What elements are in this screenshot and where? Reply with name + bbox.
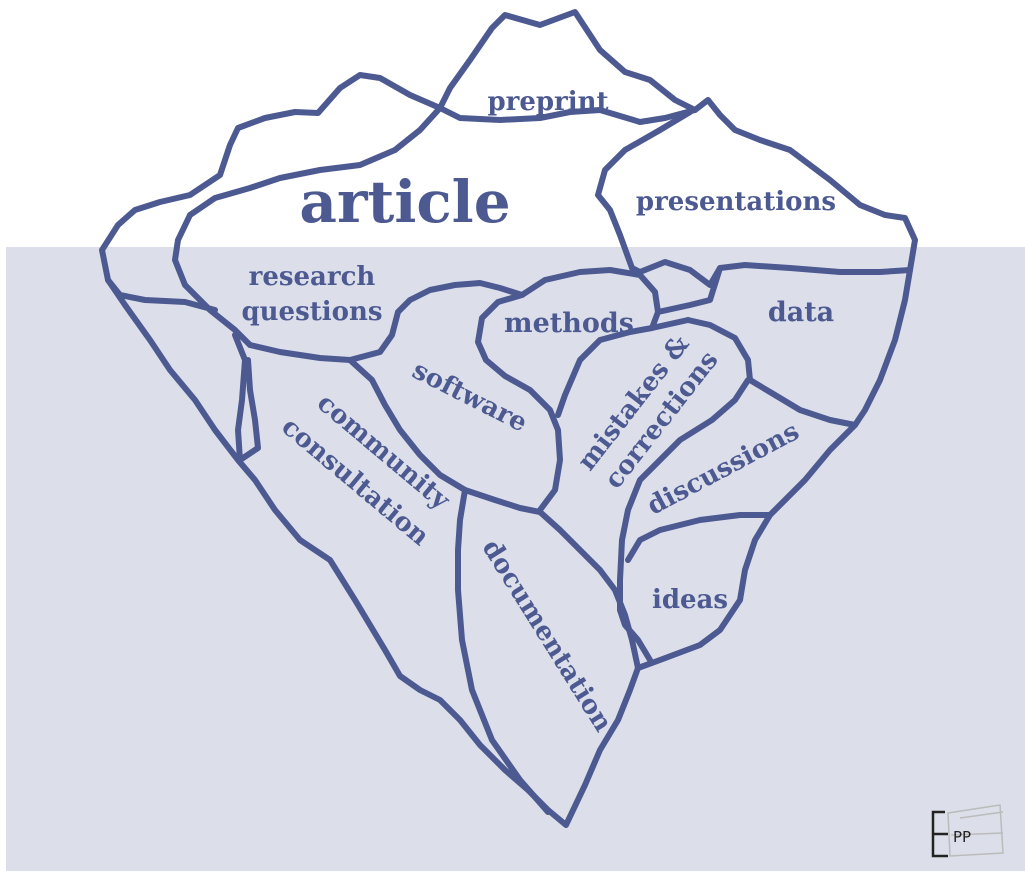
label-presentations: presentations (636, 187, 836, 217)
label-article: article (299, 168, 510, 236)
label-ideas: ideas (652, 585, 728, 615)
label-data: data (768, 297, 834, 328)
label-research-line1: research (249, 262, 376, 292)
label-preprint: preprint (487, 87, 608, 117)
iceberg-divisions (105, 105, 913, 815)
label-research-line2: questions (241, 297, 382, 327)
iceberg-outline (99, 9, 918, 828)
logo-text: PP (953, 828, 971, 846)
water-background (6, 247, 1025, 871)
logo: PP (931, 804, 1004, 858)
label-methods: methods (504, 308, 634, 339)
